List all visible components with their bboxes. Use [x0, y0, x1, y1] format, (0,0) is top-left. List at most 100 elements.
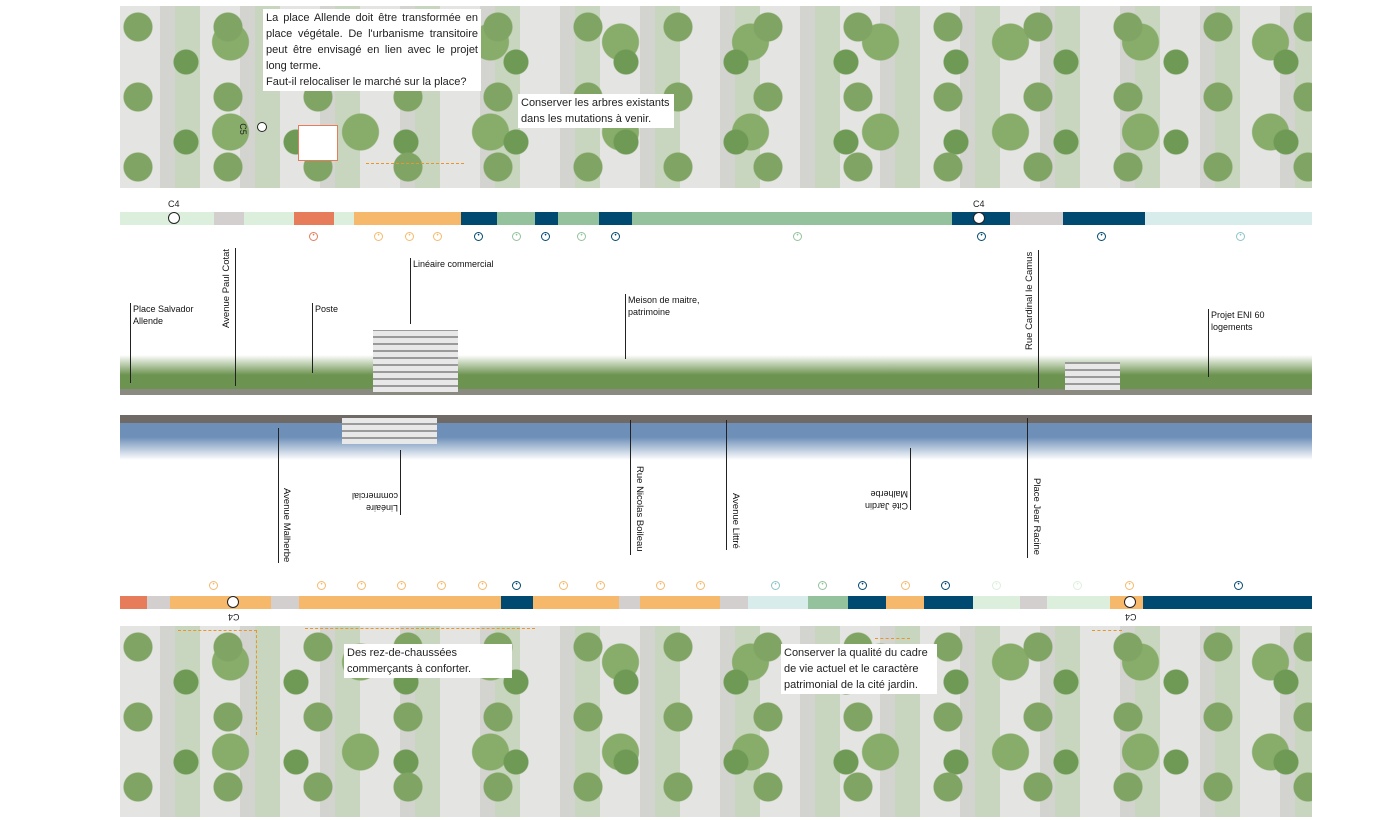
land-use-green-icon: •	[793, 232, 802, 241]
building-lineaire-south	[342, 418, 437, 444]
segment-orange	[886, 596, 924, 609]
segment-light-green	[973, 596, 1020, 609]
segment-gray	[147, 596, 170, 609]
label-avenue-malherbe: Avenue Malherbe	[281, 488, 292, 563]
land-use-green-icon: •	[818, 581, 827, 590]
frontage-dash-2	[305, 628, 535, 629]
segment-light-green	[1047, 596, 1110, 609]
node-c4	[1124, 596, 1136, 608]
segment-orange	[299, 596, 501, 609]
node-c4	[168, 212, 180, 224]
segment-cyan	[748, 596, 808, 609]
segment-green	[632, 212, 952, 225]
land-use-orange-icon: •	[478, 581, 487, 590]
place-allende-outline	[298, 125, 338, 161]
land-use-navy-icon: •	[1234, 581, 1243, 590]
land-use-orange-icon: •	[374, 232, 383, 241]
label-lineaire-south: Linéaire commercial	[351, 491, 398, 513]
label-cardinal-camus: Rue Cardinal le Camus	[1024, 251, 1035, 350]
land-use-navy-icon: •	[541, 232, 550, 241]
segment-navy	[535, 212, 558, 225]
node-label-c4-top-2: C4	[973, 199, 985, 209]
land-use-orange-icon: •	[596, 581, 605, 590]
segment-orange	[640, 596, 720, 609]
land-use-navy-icon: •	[977, 232, 986, 241]
label-paul-cotat: Avenue Paul Cotat	[221, 248, 232, 328]
segment-navy	[848, 596, 886, 609]
frontage-dash-3	[875, 638, 910, 639]
node-label-c4-top-1: C4	[168, 199, 180, 209]
label-poste: Poste	[315, 304, 339, 314]
land-use-orange-icon: •	[656, 581, 665, 590]
segment-orange	[170, 596, 271, 609]
label-lineaire-north: Linéaire commercial	[413, 259, 494, 269]
land-use-orange-icon: •	[696, 581, 705, 590]
building-eni	[1065, 362, 1120, 390]
land-use-coral-icon: •	[309, 232, 318, 241]
land-use-orange-icon: •	[317, 581, 326, 590]
land-use-cyan-icon: •	[1236, 232, 1245, 241]
land-use-orange-icon: •	[433, 232, 442, 241]
frontage-dash-4	[1092, 630, 1122, 631]
street-elevation-north	[120, 350, 1312, 395]
node-label-c5: C5	[237, 123, 248, 135]
land-use-navy-icon: •	[858, 581, 867, 590]
segment-orange	[533, 596, 619, 609]
node-label-c4-bottom-2: C4	[1125, 612, 1137, 622]
segment-gray	[720, 596, 748, 609]
node-label-c4-bottom-1: C4	[228, 612, 240, 622]
segment-navy	[1143, 596, 1312, 609]
note-rez-de-chaussee: Des rez-de-chaussées commerçants à confo…	[344, 644, 512, 678]
land-use-navy-icon: •	[512, 581, 521, 590]
segment-navy	[1063, 212, 1145, 225]
note-cadre-de-vie: Conserver la qualité du cadre de vie act…	[781, 644, 937, 694]
land-use-light-green-icon: •	[992, 581, 1001, 590]
land-use-navy-icon: •	[1097, 232, 1106, 241]
street-elevation-south	[120, 415, 1312, 460]
segment-gray	[271, 596, 299, 609]
land-use-orange-icon: •	[901, 581, 910, 590]
label-projet-eni: Projet ENI 60 logements	[1211, 310, 1265, 332]
land-use-orange-icon: •	[357, 581, 366, 590]
land-use-navy-icon: •	[611, 232, 620, 241]
land-use-orange-icon: •	[405, 232, 414, 241]
note-arbres: Conserver les arbres existants dans les …	[518, 94, 674, 128]
commercial-frontage-dash	[366, 163, 464, 164]
label-place-allende: Place Salvador Allende	[133, 304, 194, 326]
land-use-orange-icon: •	[397, 581, 406, 590]
segment-navy	[924, 596, 973, 609]
land-use-orange-icon: •	[1125, 581, 1134, 590]
land-use-orange-icon: •	[437, 581, 446, 590]
segment-navy	[501, 596, 533, 609]
frontage-dash-1	[178, 630, 257, 735]
segment-gray	[1020, 596, 1047, 609]
land-use-green-icon: •	[512, 232, 521, 241]
segment-green	[497, 212, 535, 225]
land-use-bar-north	[120, 212, 1312, 225]
label-maison-maitre: Meison de maitre, patrimoine	[628, 295, 700, 317]
note-place-allende: La place Allende doit être transformée e…	[263, 9, 481, 91]
building-lineaire-commercial	[373, 330, 458, 392]
land-use-orange-icon: •	[209, 581, 218, 590]
land-use-cyan-icon: •	[771, 581, 780, 590]
land-use-navy-icon: •	[474, 232, 483, 241]
segment-gray	[1010, 212, 1063, 225]
segment-orange	[354, 212, 461, 225]
node-c5	[257, 122, 267, 132]
segment-coral	[294, 212, 334, 225]
node-c4	[227, 596, 239, 608]
land-use-light-green-icon: •	[1073, 581, 1082, 590]
segment-green	[558, 212, 599, 225]
land-use-green-icon: •	[577, 232, 586, 241]
segment-gray	[214, 212, 244, 225]
label-avenue-littre: Avenue Littré	[730, 493, 741, 549]
aerial-map-south	[120, 626, 1312, 817]
segment-navy	[599, 212, 632, 225]
label-nicolas-boileau: Rue Nicolas Boileau	[634, 466, 645, 552]
segment-navy	[461, 212, 497, 225]
segment-coral	[120, 596, 147, 609]
segment-light-green	[120, 212, 214, 225]
segment-light-green	[244, 212, 294, 225]
label-place-jean-racine: Place Jear Racine	[1031, 478, 1042, 556]
land-use-orange-icon: •	[559, 581, 568, 590]
